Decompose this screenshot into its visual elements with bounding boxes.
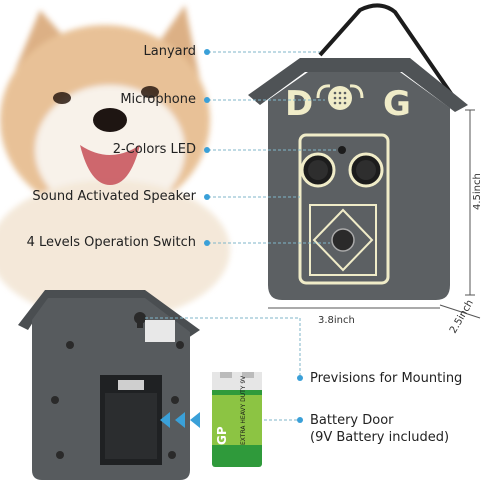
callout-dot-mounting — [297, 375, 303, 381]
label-lanyard: Lanyard — [143, 44, 196, 59]
label-mounting: Previsions for Mounting — [310, 371, 463, 386]
logo-letter-d: D — [285, 84, 313, 124]
label-microphone: Microphone — [120, 92, 196, 107]
label-led: 2-Colors LED — [112, 142, 196, 157]
led-indicator — [338, 146, 346, 154]
label-battery-door: Battery Door — [310, 413, 394, 428]
label-speaker: Sound Activated Speaker — [32, 189, 196, 204]
callout-dot-switch — [204, 240, 210, 246]
dimension-width: 3.8inch — [318, 315, 355, 326]
callout-dot-led — [204, 147, 210, 153]
callout-dot-speaker — [204, 194, 210, 200]
battery-brand: GP — [215, 426, 229, 445]
label-switch: 4 Levels Operation Switch — [26, 235, 196, 250]
operation-switch-knob — [331, 228, 355, 252]
callout-dot-microphone — [204, 97, 210, 103]
logo-letter-g: G — [383, 84, 411, 124]
battery-band-text: EXTRA HEAVY DUTY 9V — [240, 375, 247, 445]
callout-dot-lanyard — [204, 49, 210, 55]
callout-dot-battery — [297, 417, 303, 423]
label-battery-included: (9V Battery included) — [310, 430, 450, 445]
